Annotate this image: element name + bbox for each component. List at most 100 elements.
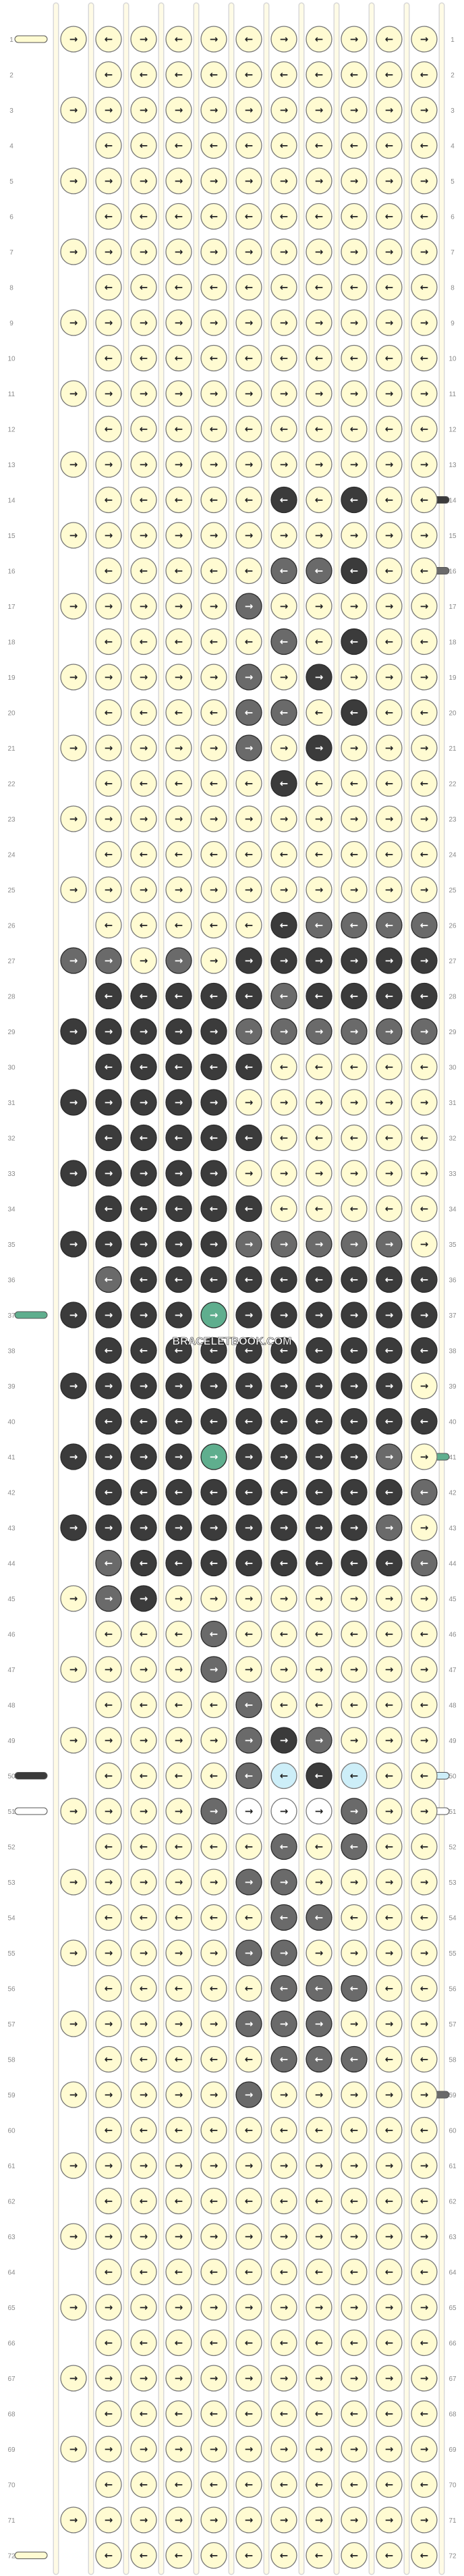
knot-arrow-icon: →	[140, 1025, 148, 1038]
knot-arrow-icon: →	[350, 884, 359, 896]
row-number-right: 32	[448, 1135, 457, 1143]
knot	[60, 1798, 87, 1825]
knot-arrow-icon: ←	[385, 1841, 394, 1853]
knot	[235, 1195, 262, 1223]
row-number-left: 32	[7, 1135, 16, 1143]
knot-arrow-icon: →	[140, 1238, 148, 1250]
knot-arrow-icon: →	[245, 2514, 254, 2526]
knot	[341, 734, 368, 761]
knot	[306, 2471, 332, 2498]
knot-arrow-icon: →	[69, 1096, 78, 1108]
knot	[130, 1231, 157, 1258]
knot	[165, 2436, 192, 2463]
knot-arrow-icon: →	[69, 1805, 78, 1817]
knot-arrow-icon: ←	[105, 1274, 113, 1286]
knot-arrow-icon: →	[210, 1522, 219, 1534]
knot-arrow-icon: →	[105, 600, 113, 612]
knot-arrow-icon: ←	[210, 1628, 219, 1640]
knot-arrow-icon: ←	[175, 1345, 183, 1357]
knot	[235, 167, 262, 194]
row-number-left: 24	[7, 852, 16, 859]
knot	[60, 1727, 87, 1754]
knot-arrow-icon: →	[245, 2443, 254, 2455]
knot-arrow-icon: ←	[385, 1061, 394, 1073]
knot	[130, 203, 157, 230]
knot-arrow-icon: ←	[350, 1557, 359, 1569]
knot-arrow-icon: ←	[280, 1557, 289, 1569]
knot-arrow-icon: →	[315, 2372, 324, 2384]
knot-arrow-icon: ←	[245, 636, 254, 648]
knot	[200, 947, 227, 974]
knot-arrow-icon: ←	[105, 140, 113, 152]
knot	[306, 2329, 332, 2357]
knot	[200, 1372, 227, 1399]
row-number-left: 70	[7, 2482, 16, 2490]
knot	[306, 1124, 332, 1152]
knot-arrow-icon: →	[315, 1238, 324, 1250]
knot-arrow-icon: ←	[420, 1345, 429, 1357]
knot	[200, 664, 227, 691]
knot-arrow-icon: ←	[140, 1841, 148, 1853]
knot-arrow-icon: ←	[420, 2479, 429, 2491]
knot	[60, 947, 87, 974]
knot-arrow-icon: →	[210, 1947, 219, 1959]
knot-arrow-icon: ←	[175, 1770, 183, 1782]
knot-arrow-icon: →	[105, 2372, 113, 2384]
knot-arrow-icon: →	[140, 1734, 148, 1746]
knot-arrow-icon: →	[385, 1096, 394, 1108]
knot-arrow-icon: →	[280, 387, 289, 400]
knot-arrow-icon: ←	[280, 636, 289, 648]
knot	[95, 911, 122, 939]
knot-arrow-icon: ←	[210, 1274, 219, 1286]
knot	[270, 593, 297, 620]
row-number-right: 40	[448, 1419, 457, 1426]
knot-arrow-icon: ←	[280, 2337, 289, 2349]
knot	[341, 273, 368, 301]
row-number-left: 19	[7, 674, 16, 682]
knot	[235, 1266, 262, 1293]
knot	[306, 2506, 332, 2533]
knot	[235, 451, 262, 478]
knot	[341, 203, 368, 230]
knot-arrow-icon: ←	[245, 1841, 254, 1853]
knot-arrow-icon: ←	[175, 2337, 183, 2349]
knot-arrow-icon: →	[280, 1876, 289, 1888]
knot-arrow-icon: →	[69, 1876, 78, 1888]
knot-arrow-icon: →	[350, 104, 359, 116]
knot-arrow-icon: ←	[210, 1557, 219, 1569]
knot	[411, 2400, 438, 2427]
knot-arrow-icon: ←	[350, 423, 359, 435]
knot-arrow-icon: →	[420, 1025, 429, 1038]
knot	[235, 664, 262, 691]
knot	[235, 1407, 262, 1435]
knot	[60, 2223, 87, 2250]
knot	[306, 770, 332, 797]
knot-arrow-icon: →	[140, 317, 148, 329]
knot	[200, 415, 227, 443]
row-number-right: 52	[448, 1844, 457, 1852]
knot	[95, 628, 122, 655]
knot-arrow-icon: →	[420, 671, 429, 683]
knot	[270, 2400, 297, 2427]
knot-arrow-icon: →	[69, 1025, 78, 1038]
knot	[130, 26, 157, 53]
knot-arrow-icon: ←	[315, 1628, 324, 1640]
knot	[376, 770, 403, 797]
knot-arrow-icon: ←	[280, 707, 289, 719]
knot-arrow-icon: →	[420, 175, 429, 187]
knot-arrow-icon: ←	[350, 1203, 359, 1215]
knot-arrow-icon: ←	[210, 778, 219, 790]
knot	[270, 273, 297, 301]
knot-arrow-icon: ←	[245, 1486, 254, 1499]
knot-arrow-icon: →	[175, 104, 183, 116]
knot-arrow-icon: →	[420, 2372, 429, 2384]
knot	[376, 309, 403, 336]
knot-arrow-icon: ←	[175, 1557, 183, 1569]
knot-arrow-icon: →	[245, 955, 254, 967]
row-number-left: 3	[9, 107, 13, 115]
knot	[235, 61, 262, 88]
knot-arrow-icon: ←	[385, 494, 394, 506]
row-number-left: 15	[7, 533, 16, 540]
knot	[60, 1869, 87, 1896]
knot-arrow-icon: ←	[245, 423, 254, 435]
